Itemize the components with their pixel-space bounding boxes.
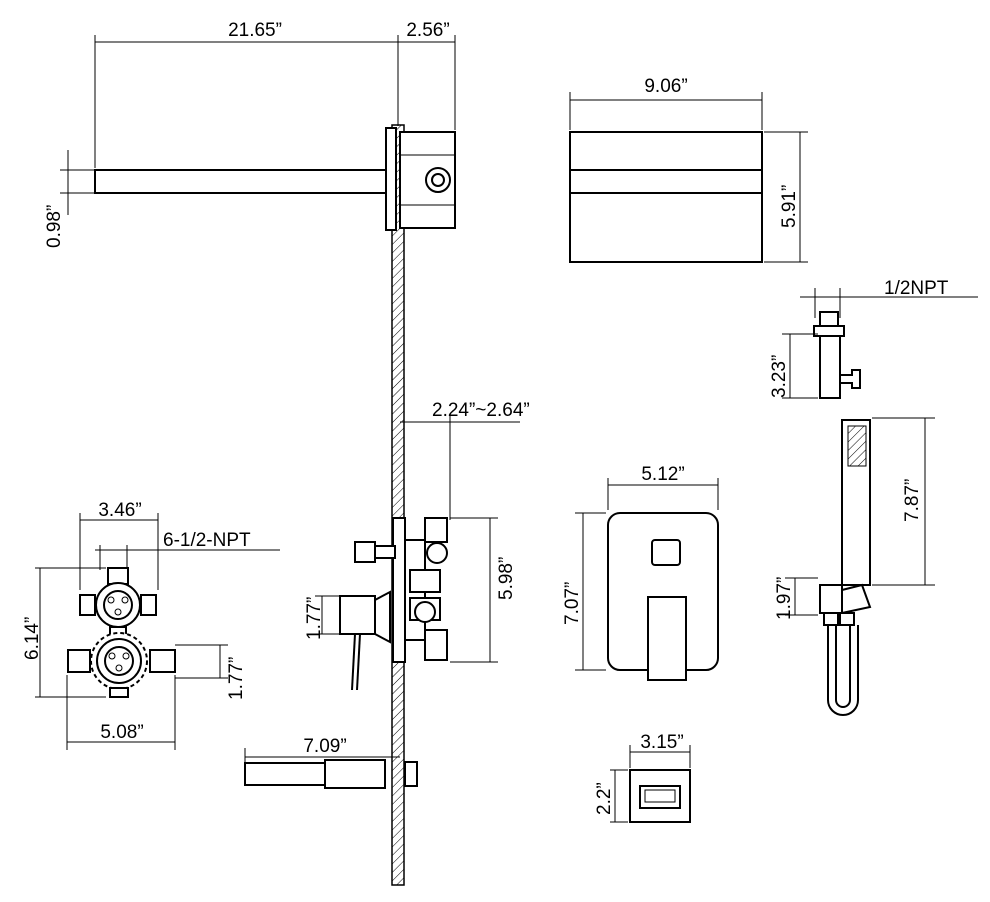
- label-valve-thread: 6-1/2-NPT: [163, 530, 251, 551]
- diverter-button: 3.15” 2.2”: [594, 732, 691, 823]
- label-spout-length: 7.09”: [303, 736, 346, 757]
- diverter-valve-side: 5.98”: [354, 517, 517, 663]
- label-button-width: 3.15”: [640, 732, 683, 753]
- label-handle-height: 1.77”: [304, 597, 325, 640]
- label-bracket-height: 3.23”: [769, 355, 790, 398]
- tub-spout: 7.09”: [244, 736, 418, 789]
- label-arm-length: 21.65”: [228, 20, 282, 41]
- label-head-width: 9.06”: [644, 76, 687, 97]
- rough-in-valve: 3.46” 6-1/2-NPT 6.14” 1.77” 5.08”: [22, 500, 280, 750]
- label-trim-width: 5.12”: [641, 464, 684, 485]
- label-wall-range: 2.24”~2.64”: [432, 400, 530, 421]
- label-button-height: 2.2”: [594, 782, 615, 815]
- handshower: 7.87” 1.97”: [774, 417, 935, 716]
- trim-plate-front: 5.12” 7.07”: [562, 464, 719, 681]
- label-handshower-length: 7.87”: [902, 479, 923, 522]
- shower-arm: [94, 127, 456, 231]
- label-valve-body-height: 5.98”: [496, 557, 517, 600]
- label-bracket-thread: 1/2NPT: [884, 278, 949, 299]
- label-holder-height: 1.97”: [774, 577, 795, 620]
- lever-handle-side: 1.77”: [304, 590, 391, 691]
- label-valve-width: 3.46”: [98, 500, 141, 521]
- rain-shower-head: 9.06” 5.91”: [569, 76, 808, 263]
- label-arm-height: 0.98”: [44, 205, 65, 248]
- label-valve-height: 6.14”: [22, 617, 43, 660]
- label-box-depth: 2.56”: [406, 20, 449, 41]
- label-valve-base-width: 5.08”: [100, 722, 143, 743]
- handshower-wall-bracket: 1/2NPT 3.23”: [769, 278, 978, 399]
- label-valve-port: 1.77”: [226, 657, 247, 700]
- wall-section: [391, 124, 405, 886]
- label-trim-height: 7.07”: [562, 582, 583, 625]
- dim-wall-range: 2.24”~2.64”: [400, 400, 530, 520]
- label-head-depth: 5.91”: [779, 185, 800, 228]
- dim-arm: 21.65” 2.56” 0.98”: [44, 20, 456, 248]
